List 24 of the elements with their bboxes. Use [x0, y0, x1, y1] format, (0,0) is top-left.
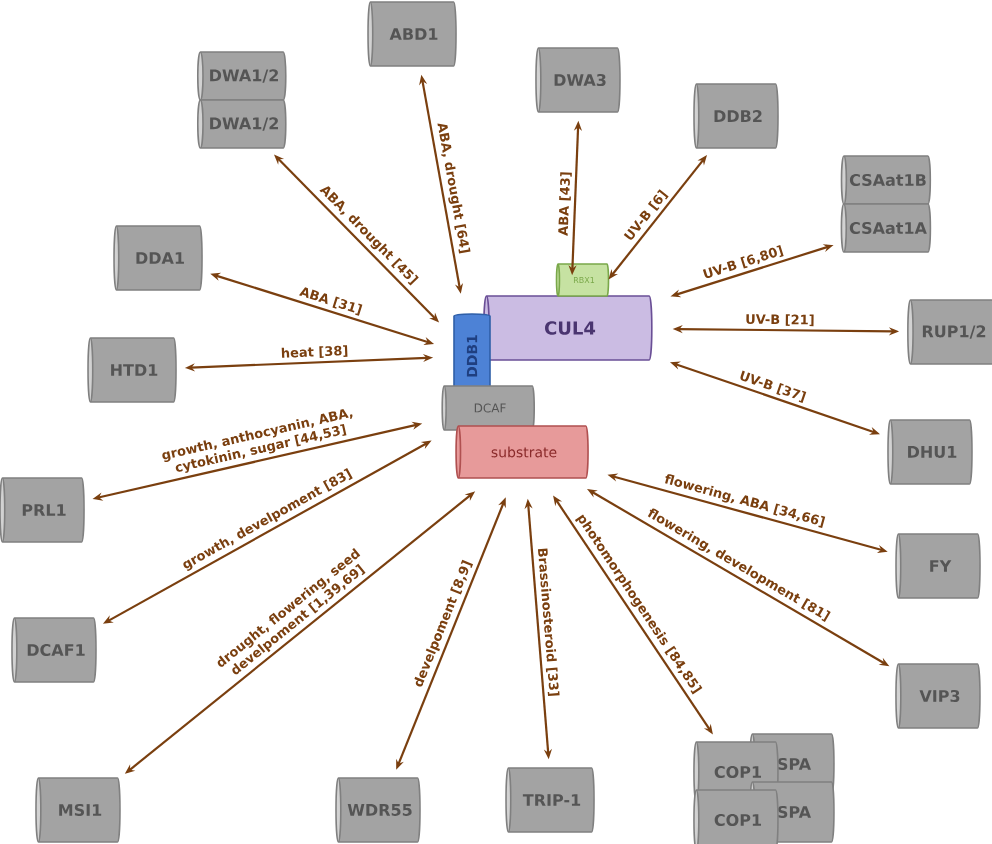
protein-cylinder: DWA3: [535, 47, 621, 113]
protein-cylinder: MSI1: [35, 777, 121, 843]
node-label: SPA: [778, 805, 811, 819]
protein-cylinder: DCAF1: [11, 617, 97, 683]
node-label: DWA1/2: [210, 69, 278, 83]
protein-cylinder: COP1: [693, 789, 779, 844]
protein-cylinder: FY: [895, 533, 981, 599]
protein-cylinder: PRL1: [0, 477, 85, 543]
node-label: SPA: [778, 757, 811, 771]
protein-cylinder: HTD1: [87, 337, 177, 403]
protein-cylinder: ABD1: [367, 1, 457, 67]
protein-cylinder: VIP3: [895, 663, 981, 729]
protein-cylinder: CSAat1B: [840, 155, 932, 205]
protein-cylinder: DDA1: [113, 225, 203, 291]
protein-cylinder: CUL4: [483, 295, 653, 361]
protein-cylinder: WDR55: [335, 777, 421, 843]
protein-cylinder: CSAat1A: [840, 203, 932, 253]
protein-cylinder: DHU1: [887, 419, 973, 485]
protein-cylinder: RUP1/2: [907, 299, 992, 365]
node-label: CSAat1B: [849, 173, 926, 187]
protein-cylinder: DWA1/2: [197, 99, 287, 149]
protein-cylinder: TRIP-1: [505, 767, 595, 833]
protein-cylinder: DWA1/2: [197, 51, 287, 101]
protein-cylinder: DDB2: [693, 83, 779, 149]
